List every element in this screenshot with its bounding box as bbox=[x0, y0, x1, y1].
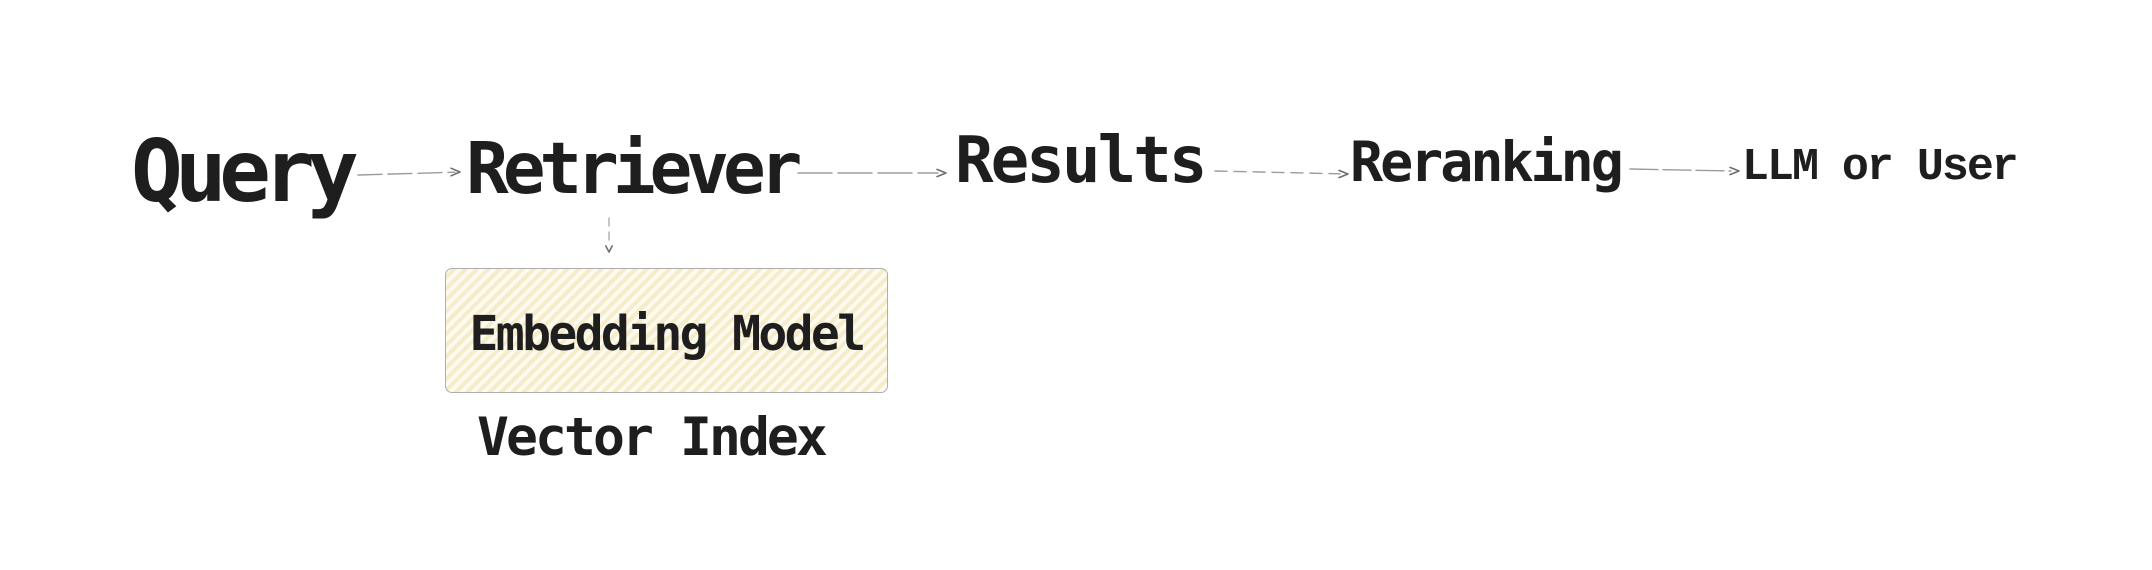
edge-query-retriever bbox=[357, 167, 461, 177]
edge-reranking-llm bbox=[1629, 166, 1740, 176]
edge-results-reranking bbox=[1214, 169, 1349, 179]
edge-retriever-results bbox=[797, 168, 947, 178]
node-query: Query bbox=[131, 122, 359, 222]
node-llm-or-user: LLM or User bbox=[1742, 142, 2019, 193]
node-vector-index: Vector Index bbox=[477, 407, 828, 468]
embedding-model-label: Embedding Model bbox=[469, 305, 867, 362]
edge-retriever-embedding bbox=[605, 217, 613, 253]
node-retriever: Retriever bbox=[466, 127, 802, 210]
node-reranking: Reranking bbox=[1350, 130, 1624, 194]
embedding-model-box: Embedding Model bbox=[445, 268, 888, 393]
node-results: Results bbox=[955, 124, 1207, 198]
